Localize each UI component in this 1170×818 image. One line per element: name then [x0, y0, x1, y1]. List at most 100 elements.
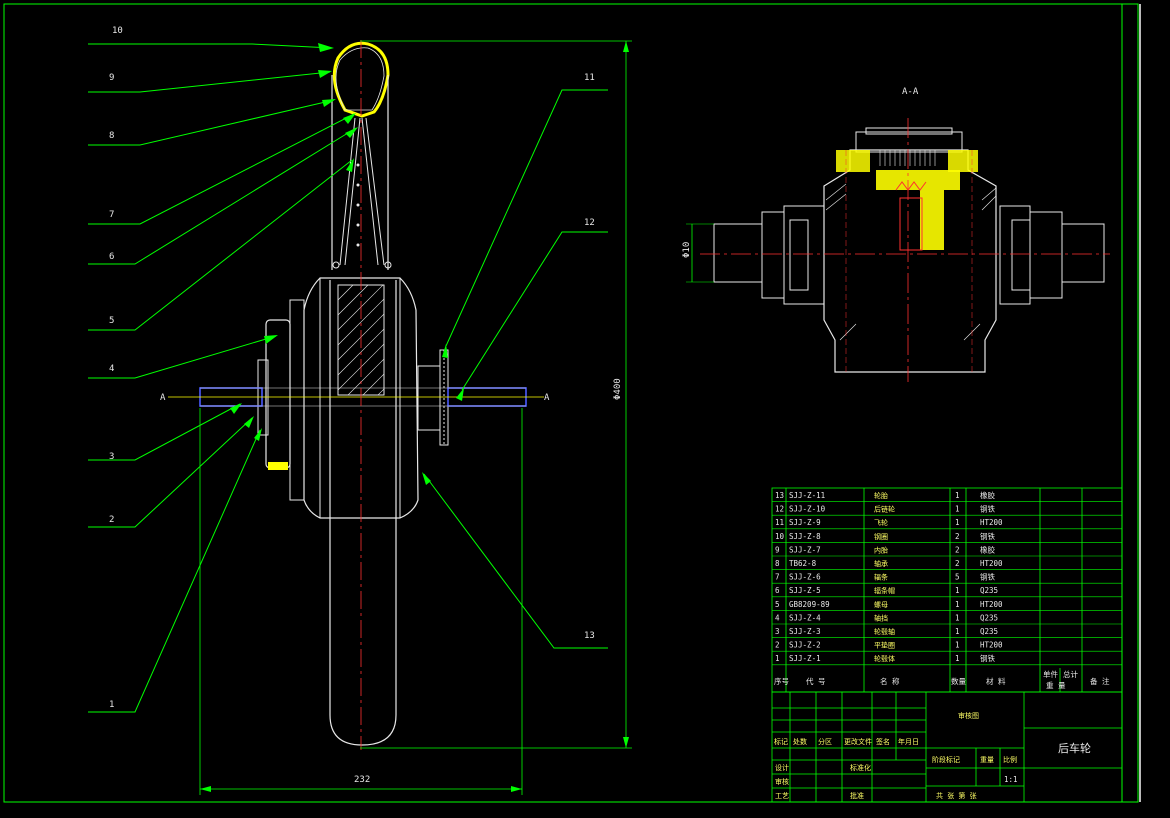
- bom-cell-no: 10: [775, 532, 785, 541]
- bom-header-code: 代 号: [806, 676, 826, 686]
- bom-cell-qty: 1: [955, 491, 960, 500]
- tire-outline: [329, 430, 397, 746]
- dim-width: 232: [354, 775, 370, 785]
- callout-numbers: 10 9 8 7 6 5 4 3 2 1 11 12 13: [109, 26, 595, 710]
- bom-cell-no: 3: [775, 627, 780, 636]
- bom-header-name: 名 称: [880, 676, 900, 686]
- bom-cell-code: SJJ-Z-11: [789, 491, 825, 500]
- bom-cell-name: 后链轮: [874, 505, 895, 514]
- callout-5: 5: [109, 316, 114, 326]
- bom-cell-no: 11: [775, 518, 784, 527]
- bom-cell-name: 钢圈: [874, 532, 888, 541]
- callout-9: 9: [109, 73, 114, 83]
- tb-author: 审核图: [958, 711, 979, 720]
- bom-cell-material: Q235: [980, 613, 998, 622]
- bom-cell-code: SJJ-Z-10: [789, 505, 826, 514]
- bom-row-lines: [772, 501, 1122, 666]
- callout-8: 8: [109, 131, 114, 141]
- bom-cell-material: Q235: [980, 586, 998, 595]
- bom-cell-no: 6: [775, 586, 780, 595]
- bom-cell-name: 轴承: [874, 559, 888, 568]
- bom-cell-code: TB62-8: [789, 559, 817, 568]
- callout-11: 11: [584, 73, 595, 83]
- bom-cell-material: 钢铁: [980, 572, 995, 582]
- bom-cell-code: GB8209-89: [789, 600, 830, 609]
- bom-cell-name: 辐条: [874, 573, 888, 582]
- callout-4: 4: [109, 364, 114, 374]
- bom-cell-no: 7: [775, 573, 780, 582]
- wheel-side-view: A A: [160, 40, 550, 750]
- callout-7: 7: [109, 210, 114, 220]
- bom-cell-material: 橡胶: [980, 544, 995, 554]
- bom-cell-material: Q235: [980, 627, 998, 636]
- bom-cell-material: 钢铁: [980, 653, 995, 663]
- tb-change-doc: 更改文件: [844, 737, 872, 746]
- title-block-text: 标记 处数 分区 更改文件 签名 年月日 设计 标准化 审核 工艺 批准 阶段标…: [774, 711, 1091, 800]
- dimensions-main: Φ400 232: [199, 40, 632, 795]
- bom-cell-no: 13: [775, 491, 784, 500]
- bom-cell-name: 轮毂体: [874, 654, 895, 663]
- tb-mark: 标记: [774, 737, 788, 746]
- bom-cell-qty: 1: [955, 600, 960, 609]
- bom-cell-no: 12: [775, 505, 784, 514]
- section-view-label: A-A: [902, 87, 919, 97]
- bom-cell-qty: 1: [955, 505, 960, 514]
- bom-cell-qty: 1: [955, 654, 960, 663]
- bom-header-unit-weight: 单件: [1043, 669, 1059, 679]
- bom-cell-no: 8: [775, 559, 780, 568]
- bom-cell-name: 飞轮: [874, 518, 888, 527]
- bom-cell-code: SJJ-Z-8: [789, 532, 821, 541]
- callout-12: 12: [584, 218, 595, 228]
- bom-cell-material: 橡胶: [980, 490, 995, 500]
- tb-stage-mark: 阶段标记: [932, 755, 960, 764]
- bom-cell-name: 辐条帽: [874, 586, 895, 595]
- bom-cell-qty: 5: [955, 573, 960, 582]
- bom-cell-code: SJJ-Z-7: [789, 545, 821, 554]
- callout-arrows: [230, 43, 464, 485]
- bom-table: [771, 487, 1123, 693]
- bom-cell-code: SJJ-Z-9: [789, 518, 821, 527]
- section-mark-right: A: [544, 393, 550, 403]
- bom-cell-name: 螺母: [874, 600, 888, 609]
- bom-cell-qty: 2: [955, 532, 960, 541]
- bom-cell-qty: 1: [955, 586, 960, 595]
- bom-cell-material: HT200: [980, 641, 1003, 650]
- tb-review: 审核: [775, 777, 789, 786]
- bom-header-total-weight: 总计: [1063, 669, 1079, 679]
- tb-approve: 批准: [850, 791, 864, 800]
- bom-header-no: 序号: [774, 676, 789, 686]
- bom-header-remarks: 备 注: [1090, 676, 1110, 686]
- bom-cell-qty: 1: [955, 641, 960, 650]
- tb-weight: 重量: [980, 756, 994, 764]
- bom-cell-name: 轮毂轴: [874, 627, 895, 636]
- section-mark-left: A: [160, 393, 166, 403]
- callout-6: 6: [109, 252, 114, 262]
- bom-cell-material: 钢铁: [980, 531, 995, 541]
- bom-cell-code: SJJ-Z-6: [789, 573, 821, 582]
- bom-cell-no: 5: [775, 600, 780, 609]
- tb-scale-value: 1:1: [1004, 775, 1018, 784]
- tb-count: 处数: [793, 737, 807, 746]
- tb-process: 工艺: [775, 792, 789, 800]
- title-block: [771, 691, 1123, 803]
- callout-2: 2: [109, 515, 114, 525]
- bom-cell-qty: 1: [955, 518, 960, 527]
- bom-cell-qty: 2: [955, 545, 960, 554]
- bom-cell-no: 4: [775, 613, 780, 622]
- drawing-title: 后车轮: [1058, 741, 1091, 755]
- dim-overall-height: Φ400: [613, 378, 623, 400]
- bom-cell-material: HT200: [980, 559, 1003, 568]
- drawing-border: [3, 3, 1139, 803]
- bom-cell-code: SJJ-Z-5: [789, 586, 821, 595]
- bom-cell-code: SJJ-Z-3: [789, 627, 821, 636]
- bom-cell-no: 1: [775, 654, 780, 663]
- bom-cell-name: 平垫圈: [874, 641, 895, 650]
- bom-cell-material: HT200: [980, 518, 1003, 527]
- bom-header: 序号 代 号 名 称 数量 材 料 单件 总计 重 量 备 注: [774, 669, 1110, 690]
- bom-cell-code: SJJ-Z-4: [789, 613, 821, 622]
- bom-cell-qty: 2: [955, 559, 960, 568]
- bom-cell-qty: 1: [955, 627, 960, 636]
- bom-cell-material: HT200: [980, 600, 1003, 609]
